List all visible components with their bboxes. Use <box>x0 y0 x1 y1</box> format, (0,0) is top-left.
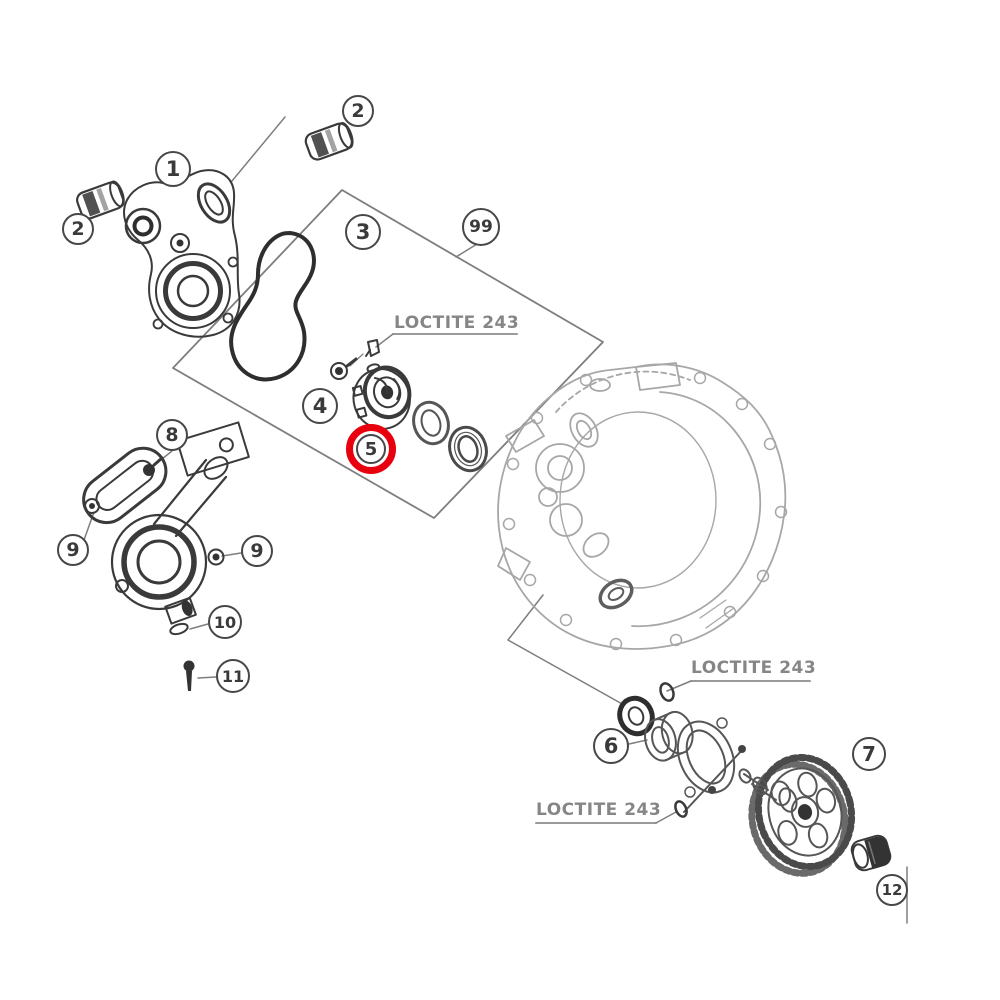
leader-lines <box>83 116 908 924</box>
detail-box <box>172 189 604 519</box>
screw-part11 <box>183 660 195 691</box>
callout-10: 10 <box>208 605 242 639</box>
callout-4: 4 <box>302 388 338 424</box>
loctite-label-bottom: LOCTITE 243 <box>536 800 662 820</box>
callout-11: 11 <box>216 659 250 693</box>
shaft-seal-a <box>412 400 450 446</box>
gasket-plate <box>676 717 746 813</box>
engine-case <box>497 362 788 651</box>
seal-part6 <box>617 695 655 737</box>
callout-9-left: 9 <box>57 534 89 566</box>
loctite-label-right: LOCTITE 243 <box>691 658 817 678</box>
water-pump-cover-part1 <box>123 169 241 338</box>
callout-2-top: 2 <box>342 95 374 127</box>
loctite-label-top: LOCTITE 243 <box>394 313 520 333</box>
shaft-seal-b <box>448 425 488 473</box>
annotation-underlines <box>375 333 811 824</box>
hex-bolt-part <box>330 357 358 380</box>
roller-bearing-part12 <box>850 834 892 872</box>
pin-part10 <box>169 622 189 636</box>
callout-8: 8 <box>156 419 188 451</box>
callout-3: 3 <box>345 214 381 250</box>
sprocket-part7 <box>738 753 856 877</box>
impeller-part4 <box>351 363 412 430</box>
callout-7: 7 <box>852 737 886 771</box>
callout-5-highlighted: 5 <box>356 434 386 464</box>
collar-small-top <box>659 682 675 702</box>
callout-6: 6 <box>593 728 629 764</box>
bushing-part2-left <box>76 180 125 220</box>
callout-99: 99 <box>462 208 500 246</box>
callout-12: 12 <box>876 874 908 906</box>
bushing-part2-top <box>304 122 354 161</box>
water-pump-assembly-part8 <box>82 421 250 625</box>
callout-2-left: 2 <box>62 213 94 245</box>
gasket-part3 <box>229 231 316 382</box>
callout-9-right: 9 <box>241 535 273 567</box>
collar-loctite-bottom <box>674 800 688 818</box>
bearing <box>644 710 694 762</box>
callout-1: 1 <box>155 151 191 187</box>
